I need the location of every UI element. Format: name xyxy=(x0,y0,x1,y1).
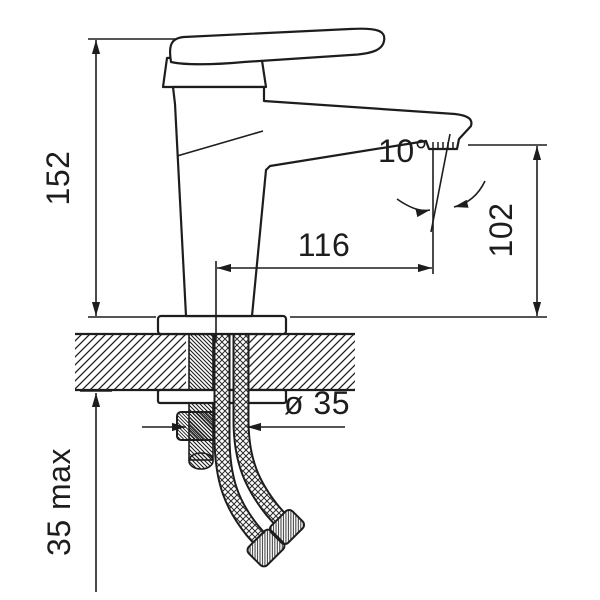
dim-label-dia35: ø 35 xyxy=(284,385,350,421)
lever-handle xyxy=(168,27,386,66)
dim-label-35max: 35 max xyxy=(41,448,77,556)
stud-end xyxy=(188,452,214,470)
angle-ray xyxy=(430,133,451,233)
dimension-spout-reach: 116 xyxy=(215,150,434,341)
dimension-deck-thickness: 35 max xyxy=(41,390,112,592)
dimension-total-height: 152 xyxy=(40,38,176,318)
dim-label-102: 102 xyxy=(483,203,519,258)
counter-hatch-left xyxy=(75,334,186,390)
dimension-spout-height: 102 xyxy=(290,144,547,318)
angle-arc-left xyxy=(396,198,431,218)
faucet-body-spout xyxy=(171,85,473,318)
dim-label-116: 116 xyxy=(298,227,351,263)
dim-label-10deg: 10° xyxy=(378,133,428,169)
angle-arc-right xyxy=(453,180,486,208)
hose-right-braid xyxy=(234,334,284,523)
under-counter-hardware xyxy=(156,333,306,568)
body-seam-line xyxy=(176,130,264,157)
mounting-surface xyxy=(75,332,355,392)
dimension-outlet-angle: 10° xyxy=(378,133,486,233)
supply-hose-right xyxy=(232,334,286,524)
base-flange xyxy=(156,314,288,336)
hose-left-braid xyxy=(215,334,264,543)
faucet xyxy=(156,27,473,336)
supply-hose-left xyxy=(213,334,266,544)
dimension-hole-diameter: ø 35 xyxy=(142,385,350,432)
counter-hatch-right xyxy=(246,334,355,390)
dim-label-152: 152 xyxy=(40,151,76,206)
hose-fitting-right xyxy=(268,508,306,546)
